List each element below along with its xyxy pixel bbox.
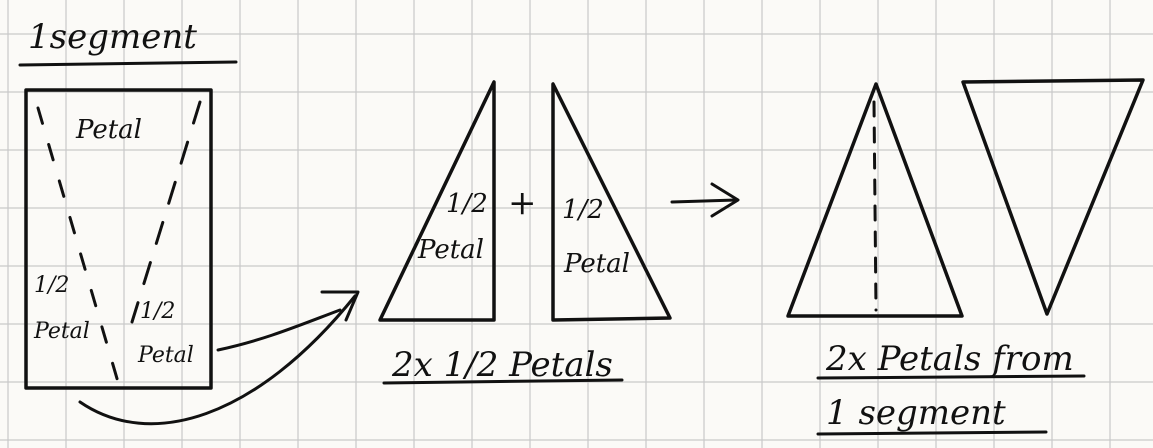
curved-arrow-line-2 [216,308,342,352]
segment-left-half-fraction: 1/2 [34,273,69,298]
left-half-fraction: 1/2 [446,189,488,219]
left-half-petal-triangle [378,80,496,322]
result-petals-group: 2x Petals from 1 segment [786,78,1145,436]
straight-arrow-head [710,182,740,218]
title-text: 1segment [28,17,197,57]
inverted-petal-triangle [961,78,1145,316]
left-dashed-cut-line [36,106,120,384]
result-caption-line1: 2x Petals from [825,339,1074,379]
title-group: 1segment [18,17,238,67]
half-petals-group: 1/2 Petal + 1/2 Petal 2x 1/2 Petals [378,80,672,385]
curved-arrow [78,290,360,426]
halves-caption-underline [382,378,624,385]
straight-arrow [670,182,740,218]
result-caption-underline-2 [816,430,1048,436]
title-underline [18,60,238,67]
right-dashed-cut-line [130,100,202,324]
result-caption-underline-1 [816,374,1086,380]
segment-left-half-word: Petal [33,319,90,344]
segment-group: Petal 1/2 Petal 1/2 Petal [24,88,213,390]
segment-rectangle [24,88,213,390]
curved-arrow-head [320,290,360,322]
straight-arrow-shaft [670,198,738,204]
left-half-word: Petal [417,235,484,265]
right-half-petal-triangle [551,82,672,322]
segment-top-petal-label: Petal [75,115,142,145]
result-caption-line2: 1 segment [826,393,1006,433]
halves-caption: 2x 1/2 Petals [391,345,613,385]
segment-right-half-word: Petal [137,343,194,368]
curved-arrow-line [78,294,357,426]
plus-sign: + [508,183,537,223]
right-half-word: Petal [563,249,630,279]
upright-petal-triangle [786,82,964,318]
upright-petal-dashed-seam [872,100,878,312]
segment-right-half-fraction: 1/2 [140,299,175,324]
right-half-fraction: 1/2 [562,195,604,225]
